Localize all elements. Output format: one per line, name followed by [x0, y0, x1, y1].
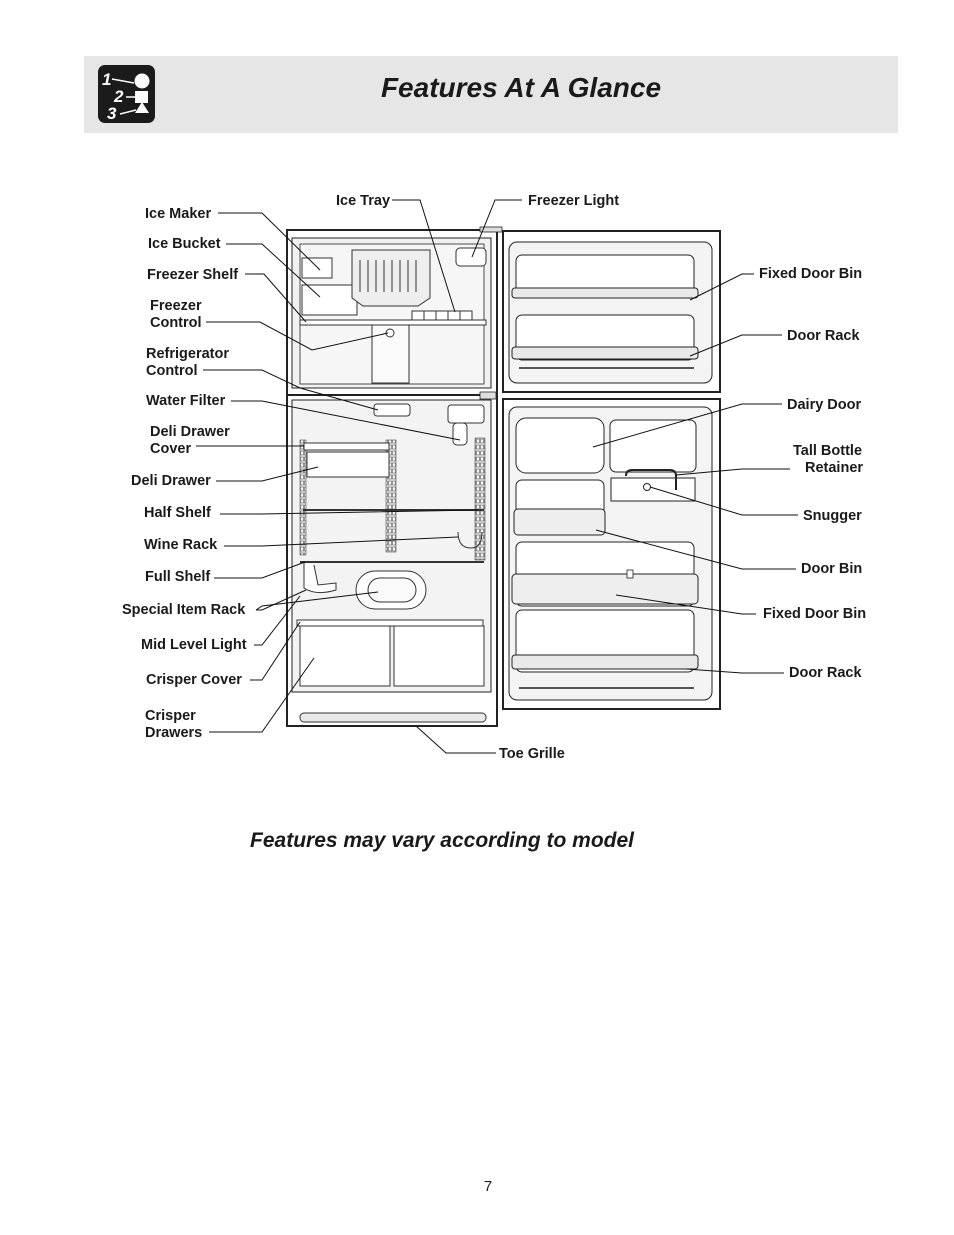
leader-lines [196, 199, 798, 754]
tall-bottle-retainer [625, 469, 677, 490]
svg-text:1: 1 [102, 70, 111, 89]
label-ice-tray: Ice Tray [336, 193, 390, 209]
snugger [643, 483, 651, 491]
freezer-light [455, 247, 487, 267]
special-item-rack [303, 563, 337, 594]
freezer-shelf [299, 319, 487, 326]
fresh-food-interior [296, 403, 487, 723]
label-refrigerator-control: Refrigerator Control [146, 346, 233, 379]
refrigerator-door [502, 398, 721, 710]
ice-maker [301, 257, 333, 279]
label-half-shelf: Half Shelf [144, 505, 211, 521]
label-door-rack-bottom: Door Rack [789, 665, 862, 681]
water-filter [452, 422, 468, 446]
crisper-drawer-left [299, 625, 391, 687]
page-title: Features At A Glance [380, 72, 662, 103]
label-crisper-drawers: Crisper Drawers [145, 708, 202, 741]
steps-1-2-3-icon: 1 2 3 [98, 65, 155, 123]
toe-grille [299, 712, 487, 723]
label-toe-grille: Toe Grille [499, 746, 565, 762]
label-mid-level-light: Mid Level Light [141, 637, 247, 653]
deli-drawer [306, 451, 390, 478]
label-ice-bucket: Ice Bucket [148, 236, 221, 252]
freezer-interior [299, 247, 487, 384]
label-fixed-door-bin-bottom: Fixed Door Bin [763, 606, 866, 622]
freezer-door [502, 230, 721, 393]
deli-drawer-cover [303, 442, 390, 451]
label-water-filter: Water Filter [146, 393, 226, 409]
fixed-door-bin-bottom [511, 573, 699, 605]
label-full-shelf: Full Shelf [145, 569, 210, 585]
callout-labels: Ice Maker Ice Tray Freezer Light Ice Buc… [122, 193, 866, 762]
label-snugger: Snugger [803, 508, 862, 524]
footnote: Features may vary according to model [250, 829, 634, 852]
label-door-bin: Door Bin [801, 561, 862, 577]
label-fixed-door-bin-top: Fixed Door Bin [759, 266, 862, 282]
label-ice-maker: Ice Maker [145, 206, 211, 222]
door-bin [513, 508, 606, 536]
svg-text:3: 3 [107, 104, 117, 123]
label-wine-rack: Wine Rack [144, 537, 218, 553]
label-special-item-rack: Special Item Rack [122, 602, 246, 618]
wine-rack [457, 531, 483, 549]
label-door-rack-top: Door Rack [787, 328, 860, 344]
label-crisper-cover: Crisper Cover [146, 672, 242, 688]
dairy-door [515, 417, 605, 474]
label-freezer-light: Freezer Light [528, 193, 619, 209]
page-number: 7 [483, 1178, 493, 1195]
svg-text:2: 2 [113, 87, 124, 106]
crisper-drawer-right [393, 625, 485, 687]
label-dairy-door: Dairy Door [787, 397, 861, 413]
ice-bucket [301, 284, 358, 316]
header-band: 1 2 3 Features At A Glance [84, 56, 898, 133]
control-panel [373, 403, 411, 417]
door-rack-bottom [511, 654, 699, 670]
label-freezer-control: Freezer Control [150, 298, 206, 331]
label-deli-drawer: Deli Drawer [131, 473, 211, 489]
label-freezer-shelf: Freezer Shelf [147, 267, 238, 283]
crisper-cover [296, 619, 484, 627]
ice-tray [411, 310, 473, 321]
label-tall-bottle-retainer: Tall Bottle Retainer [793, 443, 866, 476]
label-deli-drawer-cover: Deli Drawer Cover [150, 424, 234, 457]
